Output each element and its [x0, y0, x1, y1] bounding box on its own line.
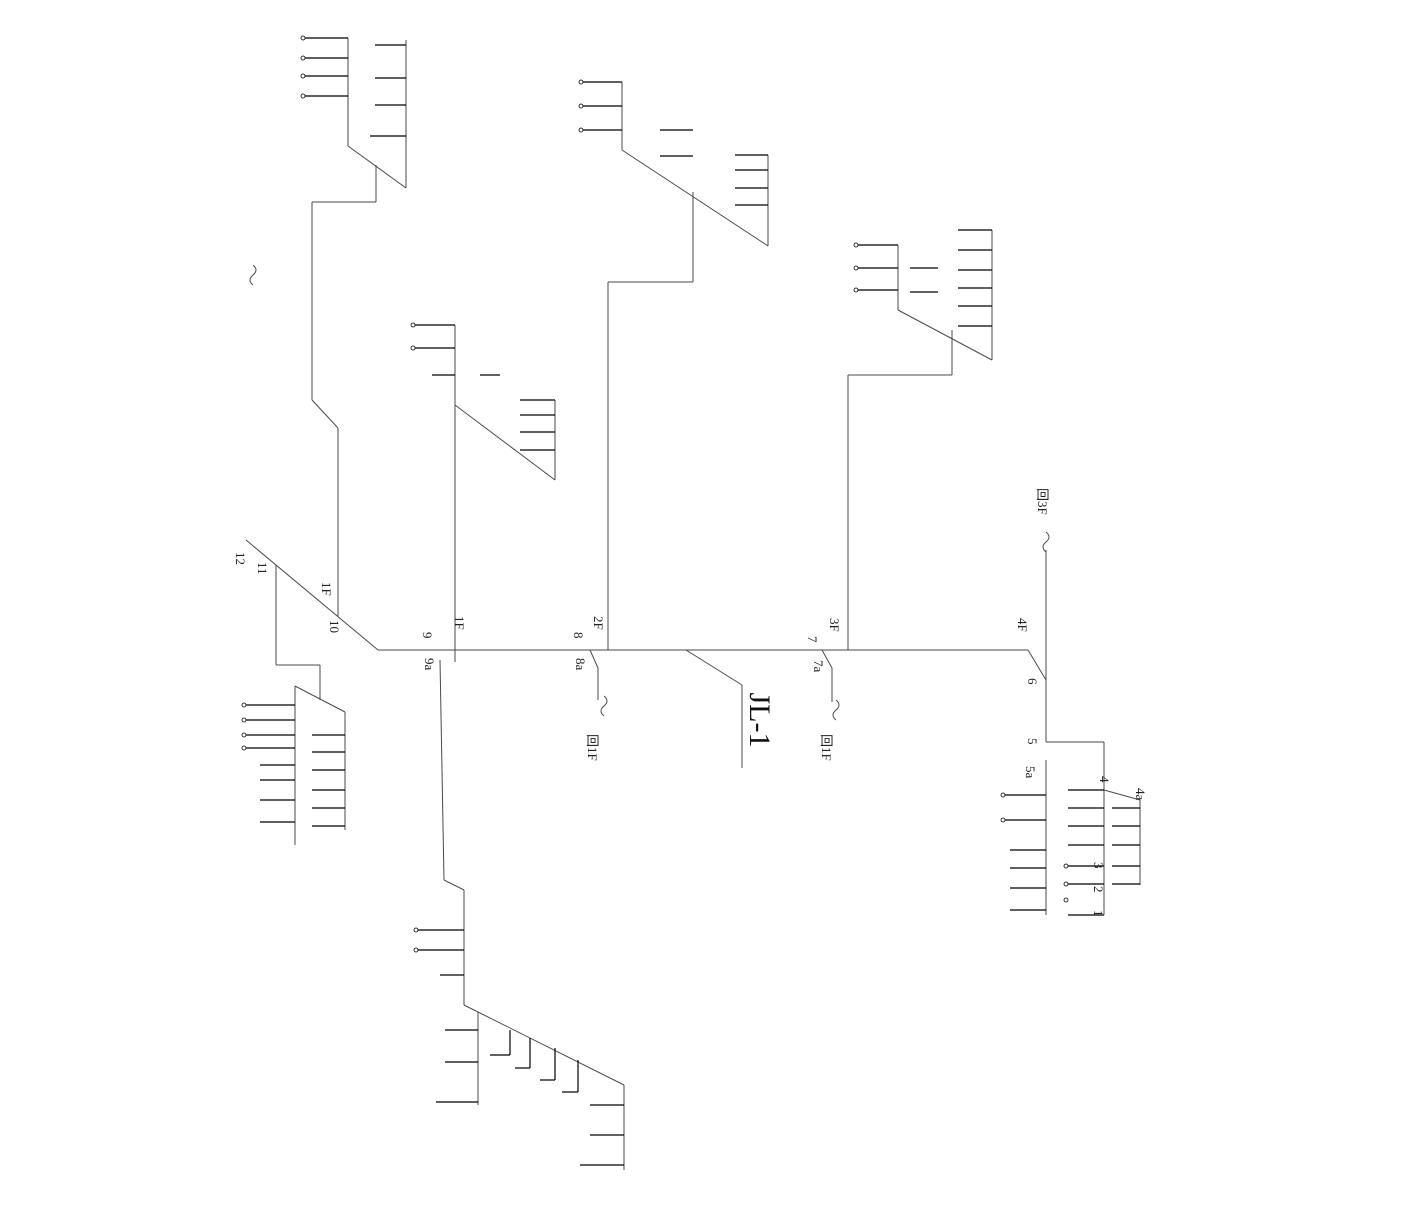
node-8a-label: 8a	[573, 658, 588, 671]
node-6-label: 6	[1025, 678, 1040, 685]
fixture-group-e	[246, 685, 346, 845]
node-7-label: 7	[805, 636, 820, 643]
floor-labels: 4F 3F 2F 1F 1F	[319, 582, 1030, 632]
main-trunk	[245, 539, 1047, 742]
riser-node11	[275, 565, 321, 700]
floor-2f-label: 2F	[591, 616, 606, 630]
node-7a-label: 7a	[811, 660, 826, 673]
node-4-label: 4	[1097, 776, 1112, 783]
node-10-label: 10	[327, 620, 342, 633]
return-3f-label: 回3F	[1035, 488, 1050, 515]
node-5a-label: 5a	[1023, 766, 1038, 779]
return-1f-label-a: 回1F	[585, 734, 600, 761]
node-5-label: 5	[1025, 738, 1040, 745]
node-4a-label: 4a	[1133, 788, 1148, 801]
node-11-label: 11	[255, 562, 270, 575]
fixture-group-g	[1005, 760, 1141, 916]
return-labels: 回3F 回1F 回1F	[585, 488, 1050, 761]
fixture-symbols	[241, 35, 1069, 953]
fixture-group-d	[415, 324, 556, 481]
node-9-label: 9	[420, 632, 435, 639]
break-symbols	[249, 264, 1050, 721]
node-2-label: 2	[1091, 886, 1106, 893]
node-1-label: 1	[1091, 910, 1106, 917]
riser-label: JL-1	[743, 693, 776, 748]
return-1f-label-b: 回1F	[819, 734, 834, 761]
fixture-group-c	[858, 229, 993, 361]
return-branches	[589, 649, 833, 702]
fixture-group-f	[418, 929, 625, 1170]
floor-3f-label: 3F	[827, 618, 842, 632]
node-labels: 12 11 10 9 9a 8 8a 7 7a 6 5 5a 4 4a 3 2 …	[233, 552, 1148, 917]
node-9a-label: 9a	[422, 658, 437, 671]
floor-4f-label: 4F	[1015, 618, 1030, 632]
node-3-label: 3	[1091, 862, 1106, 869]
fixture-group-a	[305, 37, 407, 189]
riser-node9a	[439, 659, 465, 1005]
node-8-label: 8	[571, 632, 586, 639]
fixture-group-b	[583, 81, 769, 247]
riser-node8	[607, 192, 694, 650]
riser-node7	[847, 330, 953, 650]
riser-label-group: JL-1	[685, 649, 776, 768]
floor-1f-label-a: 1F	[452, 616, 467, 630]
riser-node10	[311, 165, 377, 616]
riser-node5	[1046, 741, 1105, 790]
node-12-label: 12	[233, 552, 248, 565]
floor-1f-label-b: 1F	[319, 582, 334, 596]
